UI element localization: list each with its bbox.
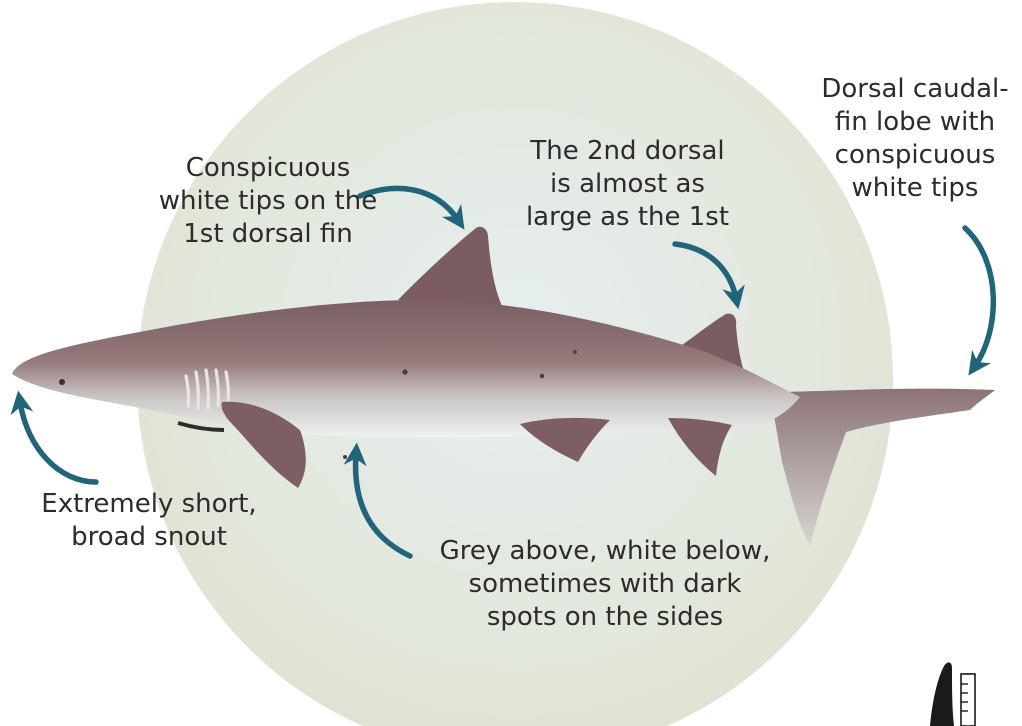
arrow-caudal [965, 228, 993, 366]
label-colouration: Grey above, white below, sometimes with … [405, 535, 805, 634]
label-snout: Extremely short, broad snout [10, 488, 288, 554]
arrow-snout [20, 402, 96, 482]
label-caudal-lobe: Dorsal caudal- fin lobe with conspicuous… [790, 73, 1022, 205]
label-second-dorsal: The 2nd dorsal is almost as large as the… [505, 135, 750, 234]
fin-and-ruler-icon [930, 662, 975, 726]
shark-eye [59, 379, 65, 385]
label-first-dorsal-tips: Conspicuous white tips on the 1st dorsal… [148, 152, 388, 251]
